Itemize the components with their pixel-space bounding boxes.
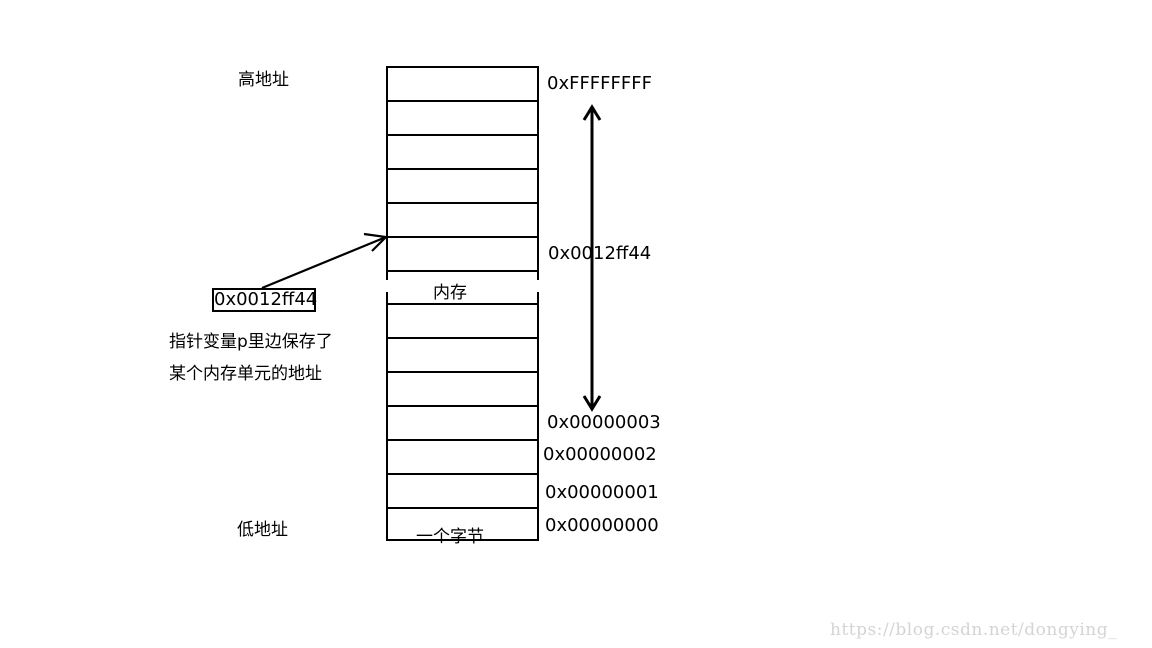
memory-cell-addr1: [388, 473, 537, 507]
high-address-label: 高地址: [238, 70, 289, 90]
range-arrow-head-down: [582, 395, 602, 412]
gap-tick-right-bottom: [537, 292, 539, 304]
memory-cell: [388, 100, 537, 134]
memory-cell-divider: [388, 270, 537, 272]
gap-tick-left-top: [386, 270, 388, 280]
memory-column-upper: [386, 66, 539, 272]
address-top: 0xFFFFFFFF: [547, 73, 652, 94]
memory-cell: [388, 66, 537, 100]
memory-cell: [388, 202, 537, 236]
address-1: 0x00000001: [545, 482, 659, 503]
gap-tick-left-bottom: [386, 292, 388, 304]
description-line1: 指针变量p里边保存了: [169, 332, 333, 352]
memory-cell: [388, 168, 537, 202]
watermark: https://blog.csdn.net/dongying_: [830, 620, 1118, 640]
pointer-arrow-head: [363, 232, 389, 252]
memory-cell-pointer-target: [388, 236, 537, 270]
memory-cell-addr0: [388, 507, 537, 541]
range-arrow-head-up: [582, 104, 602, 121]
description-line2: 某个内存单元的地址: [169, 364, 322, 384]
gap-tick-right-top: [537, 270, 539, 280]
memory-cell: [388, 337, 537, 371]
pointer-arrow-line: [261, 235, 387, 290]
memory-cell: [388, 303, 537, 337]
address-pointer-target: 0x0012ff44: [548, 243, 652, 264]
pointer-variable-box: 0x0012ff44: [212, 288, 318, 312]
address-2: 0x00000002: [543, 444, 657, 465]
memory-label: 内存: [433, 283, 467, 303]
byte-label: 一个字节: [416, 527, 484, 547]
memory-column-lower: [386, 303, 539, 541]
memory-cell-addr2: [388, 439, 537, 473]
memory-cell: [388, 134, 537, 168]
memory-cell: [388, 371, 537, 405]
low-address-label: 低地址: [237, 520, 288, 540]
address-3: 0x00000003: [547, 412, 661, 433]
address-0: 0x00000000: [545, 515, 659, 536]
memory-cell-addr3: [388, 405, 537, 439]
